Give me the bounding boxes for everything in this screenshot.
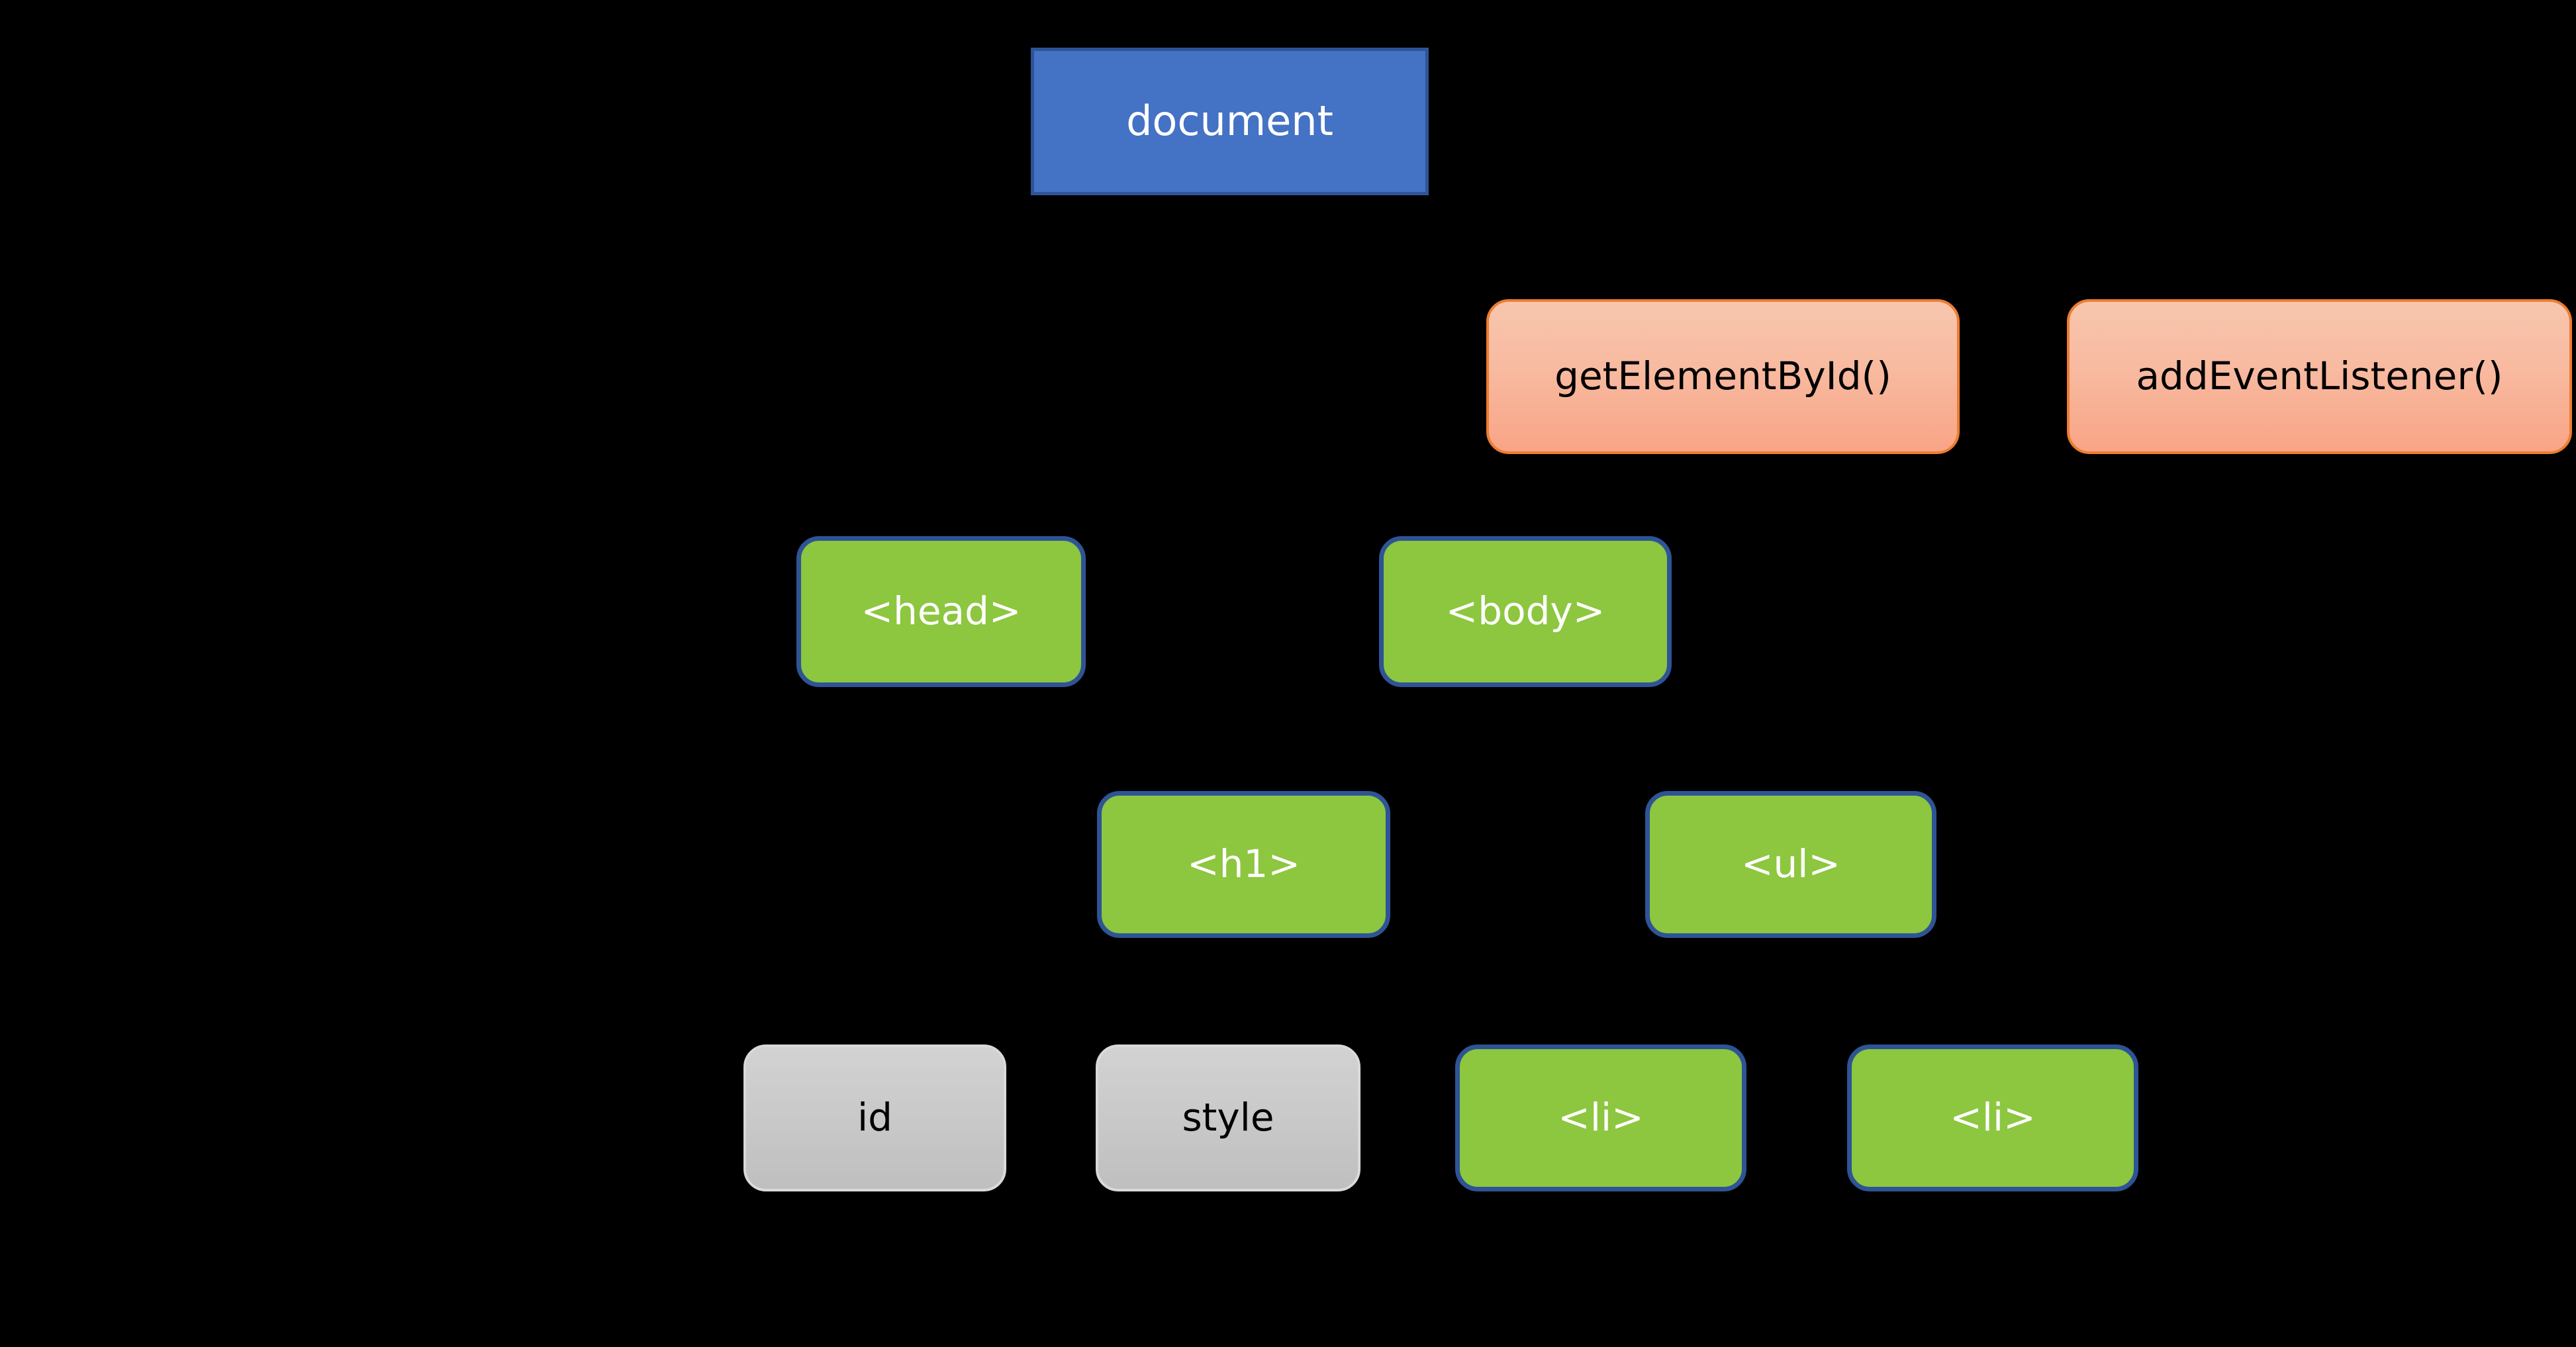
edge-ul-li1 <box>1599 938 1737 1045</box>
node-li-1-label: <li> <box>1558 1095 1644 1140</box>
node-li-2[interactable]: <li> <box>1847 1045 2138 1191</box>
node-add-event-listener-label: addEventListener() <box>2136 353 2503 399</box>
edge-body-h1 <box>1241 687 1478 791</box>
node-ul-label: <ul> <box>1741 841 1841 887</box>
node-h1[interactable]: <h1> <box>1097 791 1390 938</box>
edge-h1-id <box>873 938 1194 1045</box>
edge-document-addeventlistener <box>1421 195 2321 299</box>
node-h1-label: <h1> <box>1187 841 1300 887</box>
node-get-element-by-id-label: getElementById() <box>1554 353 1891 399</box>
edge-h1-style <box>1226 938 1280 1045</box>
node-attribute-style-label: style <box>1182 1095 1274 1140</box>
edge-ul-li2 <box>1852 938 1995 1045</box>
node-attribute-id[interactable]: id <box>743 1045 1006 1191</box>
node-attribute-style[interactable]: style <box>1096 1045 1360 1191</box>
node-get-element-by-id[interactable]: getElementById() <box>1486 299 1960 454</box>
node-li-1[interactable]: <li> <box>1455 1045 1746 1191</box>
node-li-2-label: <li> <box>1950 1095 2036 1140</box>
edge-body-ul <box>1574 687 1793 791</box>
edge-document-getelementbyid <box>1402 195 1725 299</box>
node-head-label: <head> <box>861 588 1022 634</box>
node-body-label: <body> <box>1445 588 1605 634</box>
node-document-label: document <box>1126 97 1333 146</box>
node-body[interactable]: <body> <box>1379 536 1672 687</box>
node-ul[interactable]: <ul> <box>1645 791 1936 938</box>
node-head[interactable]: <head> <box>796 536 1086 687</box>
node-add-event-listener[interactable]: addEventListener() <box>2067 299 2572 454</box>
node-document[interactable]: document <box>1031 48 1429 195</box>
edge-document-head <box>939 195 1167 536</box>
node-attribute-id-label: id <box>857 1095 892 1140</box>
